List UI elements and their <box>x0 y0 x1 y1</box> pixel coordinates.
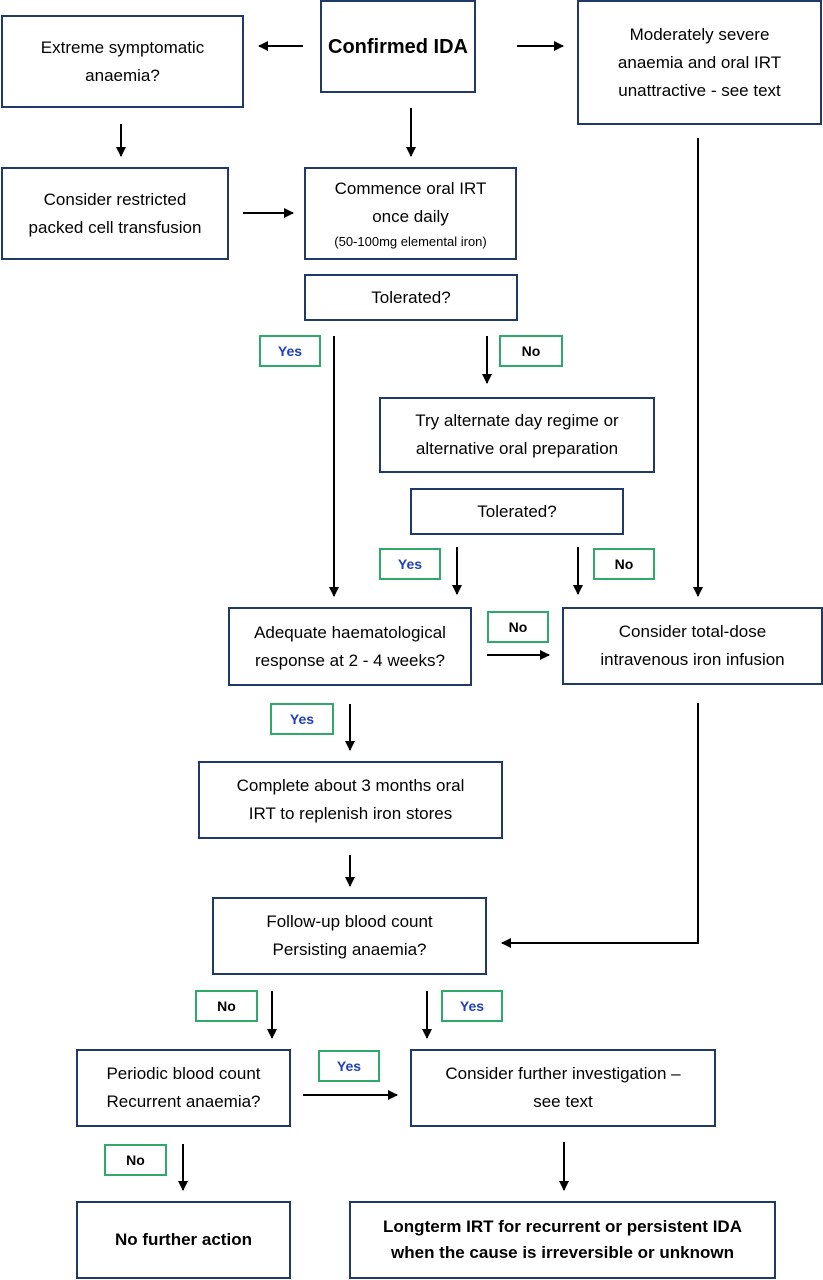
box-longterm-irt: Longterm IRT for recurrent or persistent… <box>349 1201 776 1279</box>
box-complete-3-months: Complete about 3 months oral IRT to repl… <box>198 761 503 839</box>
box-line: once daily <box>372 206 449 226</box>
box-line: Extreme symptomatic <box>40 37 205 57</box>
box-line: see text <box>533 1092 593 1111</box>
box-line: Tolerated? <box>371 287 451 307</box>
box-no-further-action: No further action <box>76 1201 291 1279</box>
box-tolerated-1: Tolerated? <box>304 274 518 321</box>
box-line: anaemia? <box>85 65 160 85</box>
tag-yes-tolerated-1: Yes <box>259 335 321 367</box>
box-line: alternative oral preparation <box>415 439 619 458</box>
box-line: Recurrent anaemia? <box>106 1092 261 1111</box>
tag-yes-followup: Yes <box>441 990 503 1022</box>
box-commence-oral-irt: Commence oral IRT once daily (50-100mg e… <box>304 167 517 260</box>
box-adequate-response: Adequate haematological response at 2 - … <box>228 607 472 686</box>
box-confirmed-ida: Confirmed IDA <box>320 0 476 93</box>
box-line: response at 2 - 4 weeks? <box>255 650 445 670</box>
box-consider-transfusion: Consider restricted packed cell transfus… <box>1 167 229 260</box>
box-line: Consider restricted <box>43 189 187 209</box>
tag-no-tolerated-2: No <box>593 548 655 580</box>
box-line: Follow-up blood count <box>266 912 433 931</box>
box-note: (50-100mg elemental iron) <box>334 233 487 249</box>
box-line: No further action <box>115 1230 252 1249</box>
box-line: Commence oral IRT <box>334 178 487 198</box>
box-follow-up-blood-count: Follow-up blood count Persisting anaemia… <box>212 897 487 975</box>
box-line: Try alternate day regime or <box>415 411 619 430</box>
box-line: anaemia and oral IRT <box>617 52 782 72</box>
box-line: Longterm IRT for recurrent or persistent… <box>383 1217 742 1236</box>
box-line: unattractive - see text <box>618 80 781 100</box>
box-line: Consider further investigation – <box>445 1064 681 1083</box>
box-line: Consider total-dose <box>618 622 767 641</box>
box-try-alternate-regime: Try alternate day regime or alternative … <box>379 397 655 473</box>
box-line: packed cell transfusion <box>28 217 202 237</box>
box-line: Complete about 3 months oral <box>236 776 465 795</box>
tag-no-periodic: No <box>104 1144 167 1176</box>
tag-no-adequate: No <box>487 611 549 643</box>
tag-no-tolerated-1: No <box>499 335 563 367</box>
box-iv-iron-infusion: Consider total-dose intravenous iron inf… <box>562 607 823 685</box>
box-line: IRT to replenish iron stores <box>248 804 453 823</box>
tag-yes-adequate: Yes <box>270 703 334 735</box>
tag-no-followup: No <box>195 990 258 1022</box>
box-periodic-blood-count: Periodic blood count Recurrent anaemia? <box>76 1049 291 1127</box>
arrow-iv-to-followup <box>501 703 699 948</box>
tag-yes-periodic: Yes <box>318 1050 380 1082</box>
box-tolerated-2: Tolerated? <box>410 488 624 535</box>
box-line: intravenous iron infusion <box>600 650 785 669</box>
box-extreme-symptomatic-anaemia: Extreme symptomatic anaemia? <box>1 15 244 108</box>
box-line: Persisting anaemia? <box>272 940 427 959</box>
tag-yes-tolerated-2: Yes <box>379 548 441 580</box>
box-line: when the cause is irreversible or unknow… <box>391 1243 734 1262</box>
box-line: Moderately severe <box>629 24 770 44</box>
box-line: Periodic blood count <box>106 1064 261 1083</box>
box-line: Confirmed IDA <box>328 35 468 58</box>
box-line: Tolerated? <box>477 501 557 521</box>
box-further-investigation: Consider further investigation – see tex… <box>410 1049 716 1127</box>
box-moderately-severe-anaemia: Moderately severe anaemia and oral IRT u… <box>577 0 822 125</box>
box-line: Adequate haematological <box>254 622 446 642</box>
